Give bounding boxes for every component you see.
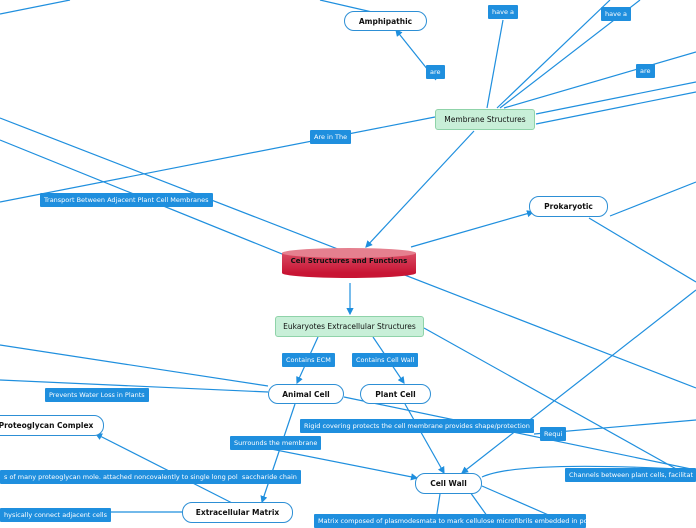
label-contains-ecm: Contains ECM xyxy=(282,353,335,367)
label-surrounds: Surrounds the membrane xyxy=(230,436,322,450)
label-physically-connect: hysically connect adjacent cells xyxy=(0,508,111,522)
label-bottom-truncated: Matrix composed of plasmodesmata to mark… xyxy=(314,514,586,528)
label-contains-cell-wall: Contains Cell Wall xyxy=(352,353,419,367)
node-membrane-structures[interactable]: Membrane Structures xyxy=(435,109,535,130)
node-eukaryotes-ecm[interactable]: Eukaryotes Extracellular Structures xyxy=(275,316,424,337)
label-are-1: are xyxy=(426,65,445,79)
central-node-label: Cell Structures and Functions xyxy=(290,257,408,265)
label-consists-of: s of many proteoglycan mole. attached no… xyxy=(0,470,249,484)
label-transport: Transport Between Adjacent Plant Cell Me… xyxy=(40,193,213,207)
node-cell-wall[interactable]: Cell Wall xyxy=(415,473,482,494)
label-rigid-covering: Rigid covering protects the cell membran… xyxy=(300,419,534,433)
label-prevents-water-loss: Prevents Water Loss in Plants xyxy=(45,388,149,402)
central-node[interactable]: Cell Structures and Functions xyxy=(282,248,416,278)
node-amphipathic[interactable]: Amphipathic xyxy=(344,11,427,31)
node-plant-cell[interactable]: Plant Cell xyxy=(360,384,431,404)
label-channels: Channels between plant cells, facilitat xyxy=(565,468,696,482)
node-animal-cell[interactable]: Animal Cell xyxy=(268,384,344,404)
label-have-a-2: have a xyxy=(601,7,631,21)
label-saccharide-chain: saccharide chain xyxy=(238,470,301,484)
label-are-in-the: Are in The xyxy=(310,130,352,144)
node-prokaryotic[interactable]: Prokaryotic xyxy=(529,196,608,217)
label-requi: Requi xyxy=(540,427,567,441)
label-are-2: are xyxy=(636,64,655,78)
node-proteoglycan-complex[interactable]: Proteoglycan Complex xyxy=(0,415,104,436)
label-have-a-1: have a xyxy=(488,5,518,19)
